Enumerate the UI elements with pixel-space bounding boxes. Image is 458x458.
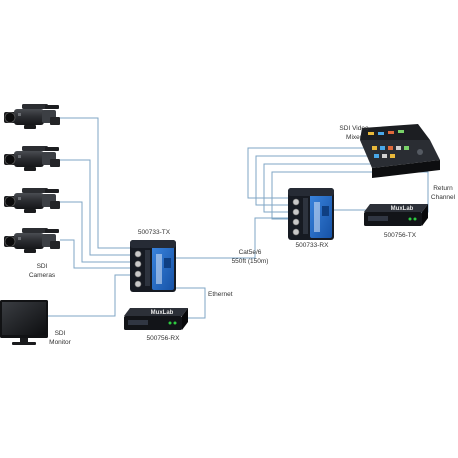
- fiber-tx-box: MuxLab: [364, 204, 428, 226]
- cable-rx-mixer-3: [263, 163, 375, 213]
- sdi-video-mixer: [360, 124, 440, 178]
- cameras-label-line2: Cameras: [29, 272, 56, 279]
- camera-4: [3, 227, 61, 254]
- cable-label-line2: 550ft (150m): [232, 258, 269, 265]
- ethernet-label: Ethernet: [208, 291, 233, 298]
- camera-1: [3, 103, 61, 130]
- tx-model-label: 500733-TX: [138, 229, 171, 236]
- monitor-label-line1: SDI: [55, 330, 66, 337]
- return-label-line2: Channel: [431, 194, 456, 201]
- cable-camera-2: [60, 159, 130, 256]
- fiber-tx-model-label: 500756-TX: [384, 232, 417, 239]
- cable-camera-4: [60, 239, 130, 269]
- cable-camera-3: [60, 201, 130, 263]
- return-label-line1: Return: [433, 185, 453, 192]
- sdi-monitor: [0, 300, 48, 345]
- cable-monitor: [48, 274, 130, 317]
- cable-ethernet: [168, 287, 206, 319]
- cameras-label-line1: SDI: [37, 263, 48, 270]
- cable-cat5e: [176, 217, 288, 259]
- brand-logo-tx: MuxLab: [391, 206, 414, 212]
- converter-rx: [287, 187, 335, 241]
- fiber-rx-model-label: 500756-RX: [147, 335, 181, 342]
- camera-3: [3, 187, 61, 214]
- converter-tx: [129, 239, 177, 293]
- cable-camera-1: [60, 117, 130, 249]
- mixer-label-line1: SDI Video: [339, 125, 369, 132]
- cable-rx-mixer-4: [271, 171, 375, 220]
- rx-model-label: 500733-RX: [296, 242, 330, 249]
- brand-logo-rx: MuxLab: [151, 310, 174, 316]
- mixer-label-line2: Mixer: [346, 134, 363, 141]
- camera-2: [3, 145, 61, 172]
- cable-label-line1: Cat5e/6: [239, 249, 262, 256]
- fiber-rx-box: MuxLab: [124, 308, 188, 330]
- cable-rx-mixer-1: [247, 147, 375, 199]
- monitor-label-line2: Monitor: [49, 339, 72, 346]
